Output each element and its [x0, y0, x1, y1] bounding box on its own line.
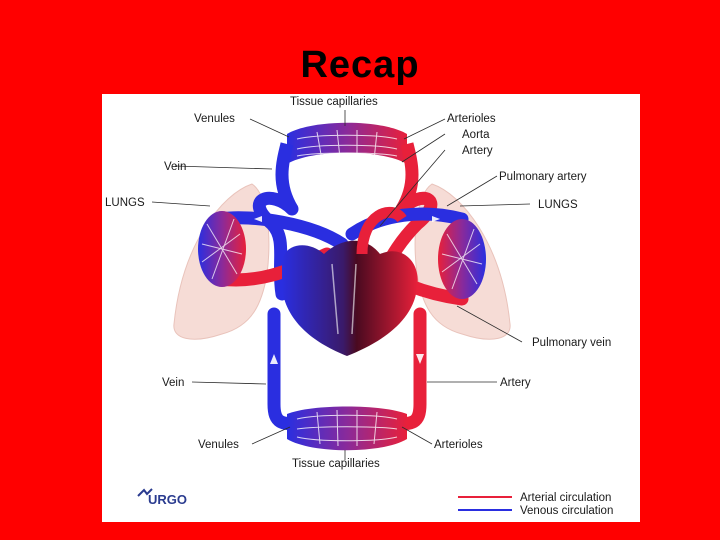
label-pulmonary-artery: Pulmonary artery: [499, 171, 587, 183]
label-artery-top: Artery: [462, 145, 493, 157]
systemic-artery-lower: [387, 307, 427, 431]
slide-title: Recap: [300, 44, 420, 86]
aortic-arch: [356, 206, 407, 255]
flow-arrows: [254, 216, 440, 364]
legend-arterial-label: Arterial circulation: [520, 492, 611, 504]
label-venules-bottom: Venules: [198, 439, 239, 451]
right-heart-label-1: RIGHT: [299, 350, 330, 361]
right-heart-label-2: HEART: [296, 361, 330, 372]
label-vein-top: Vein: [164, 161, 186, 173]
label-tissue-capillaries-bottom: Tissue capillaries: [292, 458, 380, 470]
label-artery-bottom: Artery: [500, 377, 531, 389]
urgo-logo: URGO: [137, 488, 187, 507]
left-heart-label-1: LEFT: [367, 350, 392, 361]
top-capillary-bed: [287, 122, 407, 164]
label-arterioles-bottom: Arterioles: [434, 439, 483, 451]
label-leader-lines: [151, 110, 531, 460]
legend-venous-label: Venous circulation: [520, 505, 613, 517]
label-venules-top: Venules: [194, 113, 235, 125]
urgo-logo-mark: [137, 488, 153, 497]
heart-shape: [282, 240, 418, 356]
right-lung-mesh: [441, 228, 483, 290]
label-vein-bottom: Vein: [162, 377, 184, 389]
left-heart-label-2: HEART: [362, 361, 396, 372]
circulation-diagram-svg: RIGHT HEART LEFT HEART Tissue capillarie…: [105, 96, 613, 517]
left-lung-mesh: [201, 218, 243, 280]
label-tissue-capillaries-top: Tissue capillaries: [290, 96, 378, 108]
label-arterioles-top: Arterioles: [447, 113, 496, 125]
label-lungs-right: LUNGS: [538, 199, 578, 211]
bottom-capillary-mesh: [296, 409, 398, 447]
top-capillary-mesh: [296, 129, 398, 161]
urgo-logo-text: URGO: [148, 492, 187, 507]
label-lungs-left: LUNGS: [105, 197, 145, 209]
label-aorta: Aorta: [462, 129, 490, 141]
label-pulmonary-vein: Pulmonary vein: [532, 337, 611, 349]
legend: Arterial circulation Venous circulation: [458, 492, 613, 517]
circulation-diagram: RIGHT HEART LEFT HEART Tissue capillarie…: [102, 94, 640, 522]
